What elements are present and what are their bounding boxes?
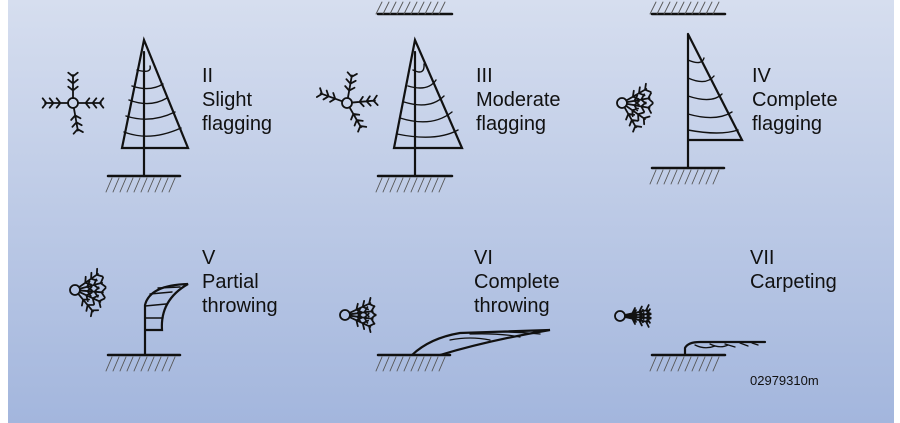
crown-symbol-vii (614, 304, 652, 328)
tree-complete-flagging (686, 32, 744, 170)
figure-code: 02979310m (750, 373, 819, 388)
label-line: flagging (202, 113, 273, 135)
tree-complete-throwing (410, 328, 551, 357)
ground-1 (105, 174, 182, 193)
crown-symbol-ii (41, 71, 105, 135)
crown-symbol-v (69, 267, 107, 318)
label-line: flagging (752, 113, 823, 135)
numeral: VI (474, 247, 493, 269)
ground-top-hatch (649, 1, 720, 15)
label-line: throwing (202, 295, 278, 317)
crown-symbol-iii (315, 71, 379, 133)
crown-symbol-vi (339, 297, 377, 333)
crown-symbol-iv (616, 82, 654, 133)
label-line: Slight (202, 89, 253, 111)
ground-3 (649, 166, 726, 185)
tree-carpeting (683, 340, 767, 357)
label-line: Moderate (476, 89, 561, 111)
label-line: Complete (752, 89, 838, 111)
numeral: V (202, 247, 216, 269)
label-line: Carpeting (750, 271, 837, 293)
tree-moderate-flagging (392, 36, 464, 178)
tree-partial-throwing (143, 282, 189, 357)
tree-slight-flagging (120, 36, 190, 178)
ground-5 (375, 353, 452, 372)
label-line: throwing (474, 295, 550, 317)
ground-4 (105, 353, 182, 372)
label-line: Complete (474, 271, 560, 293)
numeral: IV (752, 65, 771, 87)
ground-2 (375, 174, 454, 193)
label-line: flagging (476, 113, 547, 135)
numeral: III (476, 65, 493, 87)
ground-top-hatch (375, 1, 446, 15)
numeral: II (202, 65, 214, 87)
numeral: VII (750, 247, 775, 269)
label-line: Partial (202, 271, 259, 293)
ground-6 (649, 353, 727, 372)
